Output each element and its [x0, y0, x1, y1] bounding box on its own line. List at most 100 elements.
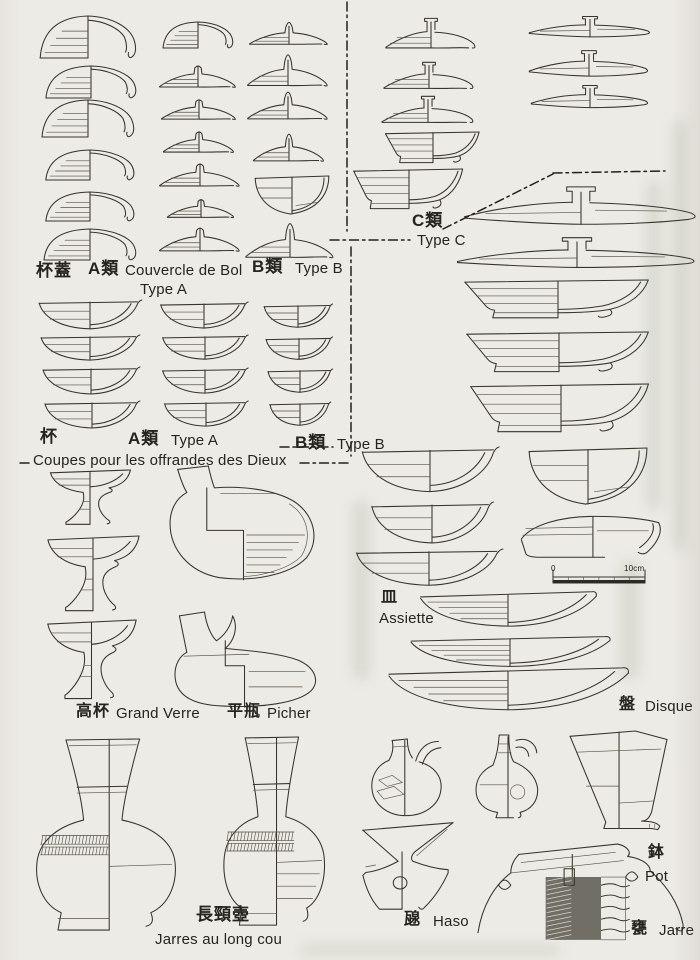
offering-cup-drawing [269, 401, 332, 426]
flat-pitcher-drawing [174, 611, 317, 708]
bowl-lid-drawing [45, 65, 137, 99]
jar-fr: Jarre [659, 922, 695, 939]
jar-zh: 甕 [631, 920, 649, 937]
long-neck-jar-fr: Jarres au long cou [155, 931, 283, 948]
plate-drawing [420, 591, 597, 627]
bowl-lids-type-a-zh: A類 [88, 259, 120, 278]
bowl-lids-type-b-zh: B類 [252, 257, 284, 276]
offering-cup-drawing [162, 334, 249, 360]
page-bleedthrough [620, 560, 640, 680]
pedestal-bowl-drawing [353, 168, 464, 210]
offering-cup-drawing [265, 336, 334, 360]
plate-zh: 皿 [381, 589, 399, 606]
cups-title-zh: 杯 [40, 427, 58, 446]
knobbed-lid-drawing [161, 99, 236, 121]
pot-drawing [569, 730, 668, 831]
type-c-flat-lid-drawing [528, 15, 650, 38]
haso-zh: 𤭯 [404, 911, 422, 928]
page-bleedthrough [646, 180, 662, 510]
offering-cup-drawing [263, 303, 334, 328]
long-neck-jar-zh: 長頸壺 [196, 905, 250, 924]
deep-bowl-drawing [528, 447, 648, 505]
stemmed-cup-drawing [47, 535, 140, 612]
flat-pitcher-drawing [169, 465, 315, 581]
scale-bar-zero: 0 [551, 564, 556, 573]
plate-drawing [388, 667, 629, 711]
haso-fr: Haso [433, 913, 469, 930]
type-c-flat-lid-drawing [530, 84, 649, 109]
pot-zh: 鉢 [648, 844, 666, 861]
offering-cup-drawing [38, 299, 143, 330]
type-c-flat-lid-drawing [528, 50, 648, 77]
type-c-flat-lid-drawing [456, 237, 695, 268]
plate-fr: Assiette [379, 610, 434, 627]
stemmed-cup-drawing [47, 619, 137, 700]
pedestal-bowl-drawing [384, 131, 480, 164]
offering-cup-drawing [267, 368, 334, 393]
bowl-lid-drawing [39, 15, 137, 59]
offering-cup-drawing [162, 367, 249, 394]
pot-fr: Pot [645, 868, 669, 885]
type-b-lid-drawing [252, 133, 324, 162]
plate-drawing [410, 636, 611, 667]
page-bleedthrough [300, 944, 560, 956]
bowl-lids-type-a-label: Type A [140, 281, 188, 298]
knobbed-lid-drawing [162, 131, 234, 153]
knobbed-lid-drawing [166, 199, 235, 219]
deep-bowl-drawing [254, 175, 330, 215]
scale-bar-max: 10cm [624, 564, 645, 573]
cups-title-fr: Coupes pour les offrandes des Dieux [33, 452, 287, 469]
type-c-lid-drawing [383, 61, 474, 89]
bowl-lid-drawing [43, 228, 137, 261]
offering-cup-drawing [40, 334, 141, 361]
cups-type-b-label: Type B [337, 436, 385, 453]
offering-cup-drawing [44, 400, 141, 429]
bowl-lids-title: 杯蓋 [36, 261, 72, 280]
type-b-lid-drawing [245, 223, 334, 259]
knobbed-lid-drawing [159, 65, 236, 88]
pedestal-bowl-drawing [464, 279, 649, 319]
stemmed-cup-fr: Grand Verre [116, 705, 200, 722]
bowl-lid-drawing [45, 149, 135, 181]
offering-cup-drawing [42, 366, 141, 395]
offering-cup-drawing [164, 400, 249, 427]
cups-type-a-zh: A類 [128, 429, 160, 448]
type-c-lid-drawing [381, 95, 474, 123]
bowl-lids-type-a-fr: Couvercle de Bol [125, 262, 243, 279]
flat-pitcher-zh: 平瓶 [227, 703, 262, 720]
haso-drawing [475, 734, 539, 819]
haso-drawing [371, 738, 442, 817]
dish-fr: Disque [645, 698, 693, 715]
offering-cup-drawing [371, 501, 494, 544]
section-divider-line [19, 1, 666, 464]
pedestal-bowl-drawing [466, 331, 649, 373]
stemmed-cup-drawing [49, 469, 131, 525]
knobbed-lid-drawing [159, 227, 240, 252]
pedestal-bowl-drawing [470, 383, 649, 433]
page-bleedthrough [672, 120, 686, 550]
bowl-lids-type-c-zh: C類 [412, 211, 444, 230]
offering-cup-drawing [356, 548, 504, 586]
bowl-lid-drawing [45, 191, 135, 222]
cups-type-b-zh: B類 [295, 433, 327, 452]
bowl-lid-drawing [41, 99, 135, 138]
bowl-lids-type-b-label: Type B [295, 260, 343, 277]
long-neck-jar-drawing [223, 736, 326, 926]
haso-drawing [362, 822, 454, 910]
cups-type-a-label: Type A [171, 432, 219, 449]
stemmed-cup-zh: 高杯 [76, 703, 111, 720]
type-b-lid-drawing [247, 91, 328, 120]
jar-drawing [477, 843, 684, 941]
type-c-lid-drawing [385, 17, 476, 49]
knobbed-lid-drawing [159, 163, 240, 187]
type-c-flat-lid-drawing [463, 186, 696, 225]
carinated-bowl-drawing [520, 515, 661, 558]
type-b-lid-drawing [249, 21, 328, 46]
page-bleedthrough [352, 500, 370, 680]
offering-cup-drawing [160, 301, 249, 329]
dish-zh: 盤 [619, 696, 637, 713]
bowl-lids-type-c-label: Type C [417, 232, 466, 249]
type-b-lid-drawing [247, 54, 328, 87]
